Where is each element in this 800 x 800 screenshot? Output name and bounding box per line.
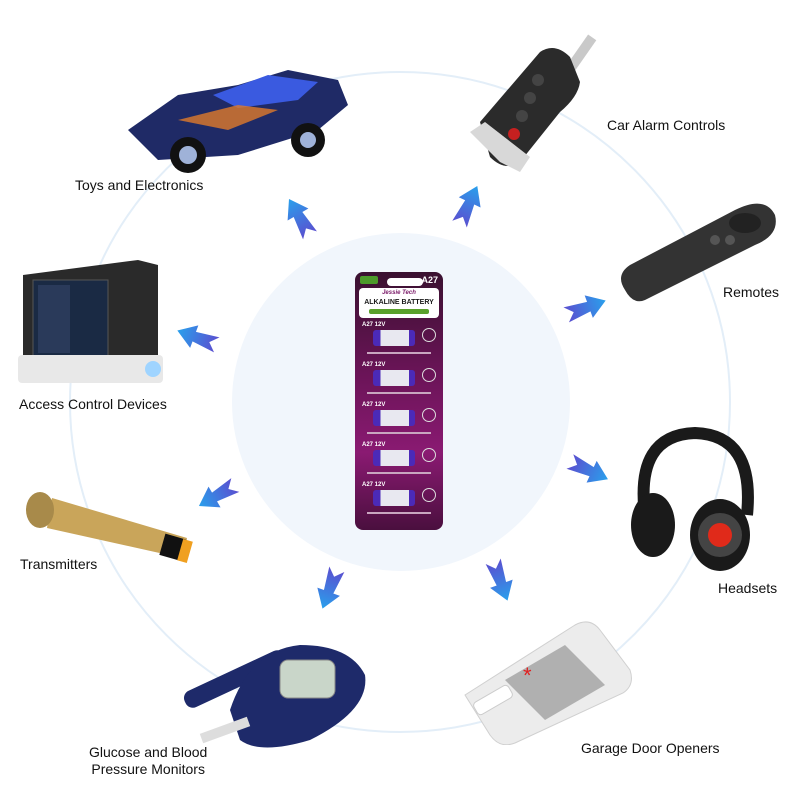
microphone-icon — [26, 492, 193, 563]
svg-text:*: * — [523, 663, 532, 688]
fine-print — [367, 512, 431, 514]
label-glucose: Glucose and Blood Pressure Monitors — [89, 744, 207, 778]
battery-cell: A27 12V — [359, 482, 439, 522]
cell-label: A27 12V — [362, 482, 386, 488]
arrow-icon-toys — [287, 198, 317, 240]
cell-label: A27 12V — [362, 442, 386, 448]
arrow-icon-glucose — [317, 566, 345, 609]
cell-label: A27 12V — [362, 322, 386, 328]
glucose-meter-icon — [183, 645, 366, 748]
brand-tag-icon — [360, 276, 378, 284]
intercom-panel-icon — [18, 260, 163, 383]
cell-label: A27 12V — [362, 402, 386, 408]
battery-cell: A27 12V — [359, 362, 439, 402]
size-badge: A27 — [421, 275, 438, 285]
battery-cell: A27 12V — [359, 402, 439, 442]
label-remotes: Remotes — [723, 284, 780, 300]
hang-hole — [387, 278, 423, 286]
arrow-icon-remotes — [563, 295, 606, 323]
label-car-alarm: Car Alarm Controls — [607, 117, 726, 133]
fine-print — [367, 472, 431, 474]
presenter-remote-icon — [621, 203, 776, 302]
label-access: Access Control Devices — [19, 396, 167, 412]
label-garage: Garage Door Openers — [581, 740, 720, 756]
toy-car-icon — [128, 70, 348, 173]
recycle-icon — [422, 368, 436, 382]
label-toys: Toys and Electronics — [75, 177, 204, 193]
label-glucose-line2: Pressure Monitors — [91, 761, 205, 777]
label-glucose-line1: Glucose and Blood — [89, 744, 208, 760]
recycle-icon — [422, 448, 436, 462]
battery-icon — [373, 450, 415, 466]
recycle-icon — [422, 408, 436, 422]
battery-type: ALKALINE BATTERY — [364, 299, 434, 306]
green-strip — [369, 309, 429, 314]
arrow-icon-car-alarm — [452, 186, 481, 228]
fine-print — [367, 432, 431, 434]
fine-print — [367, 352, 431, 354]
battery-icon — [373, 370, 415, 386]
outer-ring — [69, 71, 731, 733]
headphones-icon — [631, 426, 754, 571]
garage-remote-icon: * — [464, 621, 632, 745]
battery-pack: A27 Jessie Tech ALKALINE BATTERY A27 12V… — [355, 272, 443, 530]
battery-cell: A27 12V — [359, 322, 439, 362]
brand-name: Jessie Tech — [382, 290, 416, 296]
battery-cell: A27 12V — [359, 442, 439, 482]
arrow-icon-headsets — [566, 454, 608, 483]
arrow-icon-access — [177, 325, 220, 353]
label-headsets: Headsets — [718, 580, 778, 596]
fine-print — [367, 392, 431, 394]
arrow-icon-transmitters — [198, 478, 240, 508]
battery-icon — [373, 330, 415, 346]
battery-icon — [373, 410, 415, 426]
recycle-icon — [422, 488, 436, 502]
car-key-fob-icon — [470, 34, 597, 172]
label-transmitters: Transmitters — [20, 556, 98, 572]
recycle-icon — [422, 328, 436, 342]
battery-icon — [373, 490, 415, 506]
arrow-icon-garage — [485, 558, 513, 601]
cell-label: A27 12V — [362, 362, 386, 368]
